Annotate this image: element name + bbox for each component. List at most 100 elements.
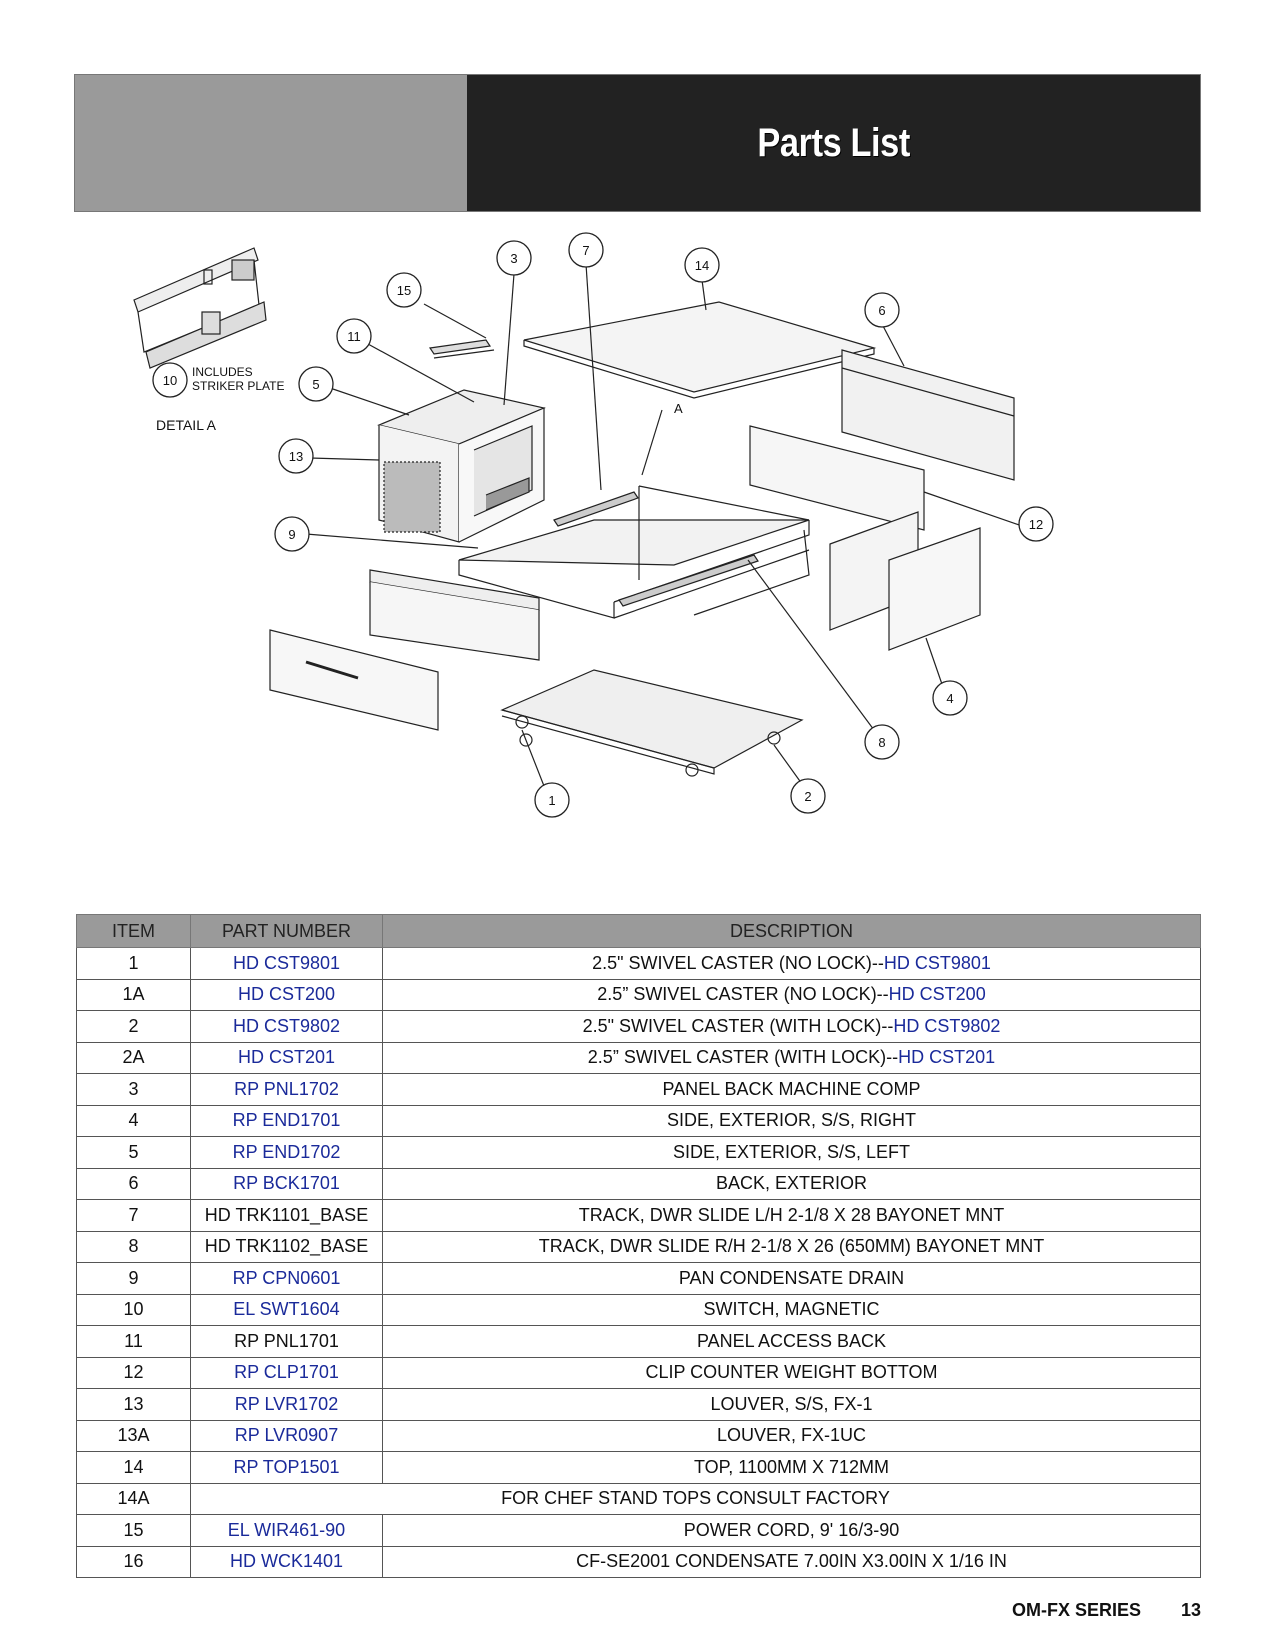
part-number-link[interactable]: RP END1702: [232, 1141, 341, 1162]
top-panel-drawing: [523, 301, 877, 393]
callout-9: 9: [288, 527, 295, 542]
description-cell: 2.5" SWIVEL CASTER (WITH LOCK)--HD CST98…: [382, 1010, 1201, 1043]
part-number-link[interactable]: EL SWT1604: [233, 1299, 340, 1320]
description-cell: PAN CONDENSATE DRAIN: [382, 1262, 1201, 1295]
part-number-link[interactable]: HD CST9802: [232, 1015, 341, 1036]
table-row: 14 RP TOP1501 TOP, 1100MM X 712MM: [76, 1451, 1201, 1484]
part-number-link[interactable]: HD WCK1401: [229, 1551, 344, 1572]
part-number-link[interactable]: RP CPN0601: [232, 1267, 341, 1288]
part-number-cell: HD TRK1101_BASE: [190, 1199, 383, 1232]
part-number-link[interactable]: EL WIR461-90: [227, 1519, 346, 1540]
reference-a-label: A: [674, 401, 683, 416]
part-number-cell[interactable]: RP TOP1501: [190, 1451, 383, 1484]
item-cell: 10: [76, 1293, 191, 1326]
item-cell: 7: [76, 1199, 191, 1232]
part-number-text: HD TRK1102_BASE: [204, 1236, 369, 1257]
part-number-link[interactable]: RP LVR0907: [234, 1425, 339, 1446]
description-part-link[interactable]: HD CST201: [898, 1047, 996, 1068]
description-part-link[interactable]: HD CST200: [888, 984, 986, 1005]
part-number-cell[interactable]: EL WIR461-90: [190, 1514, 383, 1547]
description-text: POWER CORD, 9' 16/3-90: [683, 1519, 900, 1540]
part-number-cell[interactable]: RP LVR1702: [190, 1388, 383, 1421]
diagram-svg: 3 7 14 6 15 11 5 13 9 12 4 8 1 2 10 INCL…: [133, 232, 1054, 818]
description-cell: POWER CORD, 9' 16/3-90: [382, 1514, 1201, 1547]
item-cell: 3: [76, 1073, 191, 1106]
description-text: LOUVER, FX-1UC: [716, 1425, 867, 1446]
item-cell: 13: [76, 1388, 191, 1421]
table-row: 11 RP PNL1701 PANEL ACCESS BACK: [76, 1325, 1201, 1358]
item-cell: 14: [76, 1451, 191, 1484]
header-description: DESCRIPTION: [382, 914, 1201, 948]
callout-11: 11: [347, 329, 361, 344]
callout-4: 4: [946, 691, 953, 706]
detail-label: DETAIL A: [156, 417, 217, 433]
description-text: 2.5" SWIVEL CASTER (NO LOCK)--: [592, 952, 884, 973]
part-number-link[interactable]: RP BCK1701: [233, 1173, 340, 1194]
description-part-link[interactable]: HD CST9802: [893, 1015, 1001, 1036]
item-cell: 11: [76, 1325, 191, 1358]
part-number-link[interactable]: RP CLP1701: [234, 1362, 339, 1383]
description-text: 2.5” SWIVEL CASTER (WITH LOCK)--: [587, 1047, 899, 1068]
part-number-link[interactable]: RP LVR1702: [234, 1393, 339, 1414]
part-number-cell: HD TRK1102_BASE: [190, 1230, 383, 1263]
description-cell: 2.5” SWIVEL CASTER (NO LOCK)--HD CST200: [382, 978, 1201, 1011]
part-number-cell[interactable]: HD CST200: [190, 978, 383, 1011]
description-cell: SIDE, EXTERIOR, S/S, LEFT: [382, 1136, 1201, 1169]
part-number-text: RP PNL1701: [234, 1330, 339, 1351]
part-number-link[interactable]: HD CST9801: [232, 952, 341, 973]
part-number-cell[interactable]: HD WCK1401: [190, 1545, 383, 1578]
part-number-cell[interactable]: HD CST201: [190, 1041, 383, 1074]
description-cell: 2.5” SWIVEL CASTER (WITH LOCK)--HD CST20…: [382, 1041, 1201, 1074]
detail-a-drawing: [133, 247, 267, 369]
part-number-link[interactable]: RP END1701: [232, 1110, 341, 1131]
item-cell: 4: [76, 1104, 191, 1137]
item-cell: 1: [76, 947, 191, 980]
part-number-cell[interactable]: RP BCK1701: [190, 1167, 383, 1200]
part-number-cell[interactable]: EL SWT1604: [190, 1293, 383, 1326]
part-number-cell[interactable]: RP CPN0601: [190, 1262, 383, 1295]
callout-13: 13: [289, 449, 303, 464]
item-cell: 2A: [76, 1041, 191, 1074]
description-text: CLIP COUNTER WEIGHT BOTTOM: [645, 1362, 938, 1383]
callout-3: 3: [510, 251, 517, 266]
part-number-link[interactable]: RP PNL1702: [234, 1078, 339, 1099]
part-number-cell[interactable]: RP END1701: [190, 1104, 383, 1137]
description-cell: SIDE, EXTERIOR, S/S, RIGHT: [382, 1104, 1201, 1137]
callout-14: 14: [695, 258, 709, 273]
part-number-cell[interactable]: RP CLP1701: [190, 1356, 383, 1389]
description-cell: TOP, 1100MM X 712MM: [382, 1451, 1201, 1484]
header-title-block: Parts List: [467, 75, 1200, 211]
item-cell: 6: [76, 1167, 191, 1200]
description-part-link[interactable]: HD CST9801: [883, 952, 991, 973]
table-row: 4 RP END1701 SIDE, EXTERIOR, S/S, RIGHT: [76, 1104, 1201, 1137]
part-number-cell[interactable]: RP END1702: [190, 1136, 383, 1169]
part-number-cell[interactable]: RP LVR0907: [190, 1419, 383, 1452]
description-text: SIDE, EXTERIOR, S/S, LEFT: [672, 1141, 911, 1162]
item-cell: 2: [76, 1010, 191, 1043]
description-cell: LOUVER, S/S, FX-1: [382, 1388, 1201, 1421]
part-number-cell[interactable]: RP PNL1702: [190, 1073, 383, 1106]
callout-10: 10: [163, 373, 177, 388]
part-number-cell[interactable]: HD CST9801: [190, 947, 383, 980]
page-title: Parts List: [757, 120, 910, 165]
callout-12: 12: [1029, 517, 1043, 532]
part-number-link[interactable]: HD CST200: [237, 984, 336, 1005]
header-item: ITEM: [76, 914, 191, 948]
part-number-link[interactable]: RP TOP1501: [233, 1456, 340, 1477]
page-header: Parts List: [74, 74, 1201, 212]
part-number-link[interactable]: HD CST201: [237, 1047, 336, 1068]
description-cell: TRACK, DWR SLIDE R/H 2-1/8 X 26 (650MM) …: [382, 1230, 1201, 1263]
description-cell: PANEL ACCESS BACK: [382, 1325, 1201, 1358]
description-text: 2.5" SWIVEL CASTER (WITH LOCK)--: [582, 1015, 894, 1036]
part-number-cell[interactable]: HD CST9802: [190, 1010, 383, 1043]
